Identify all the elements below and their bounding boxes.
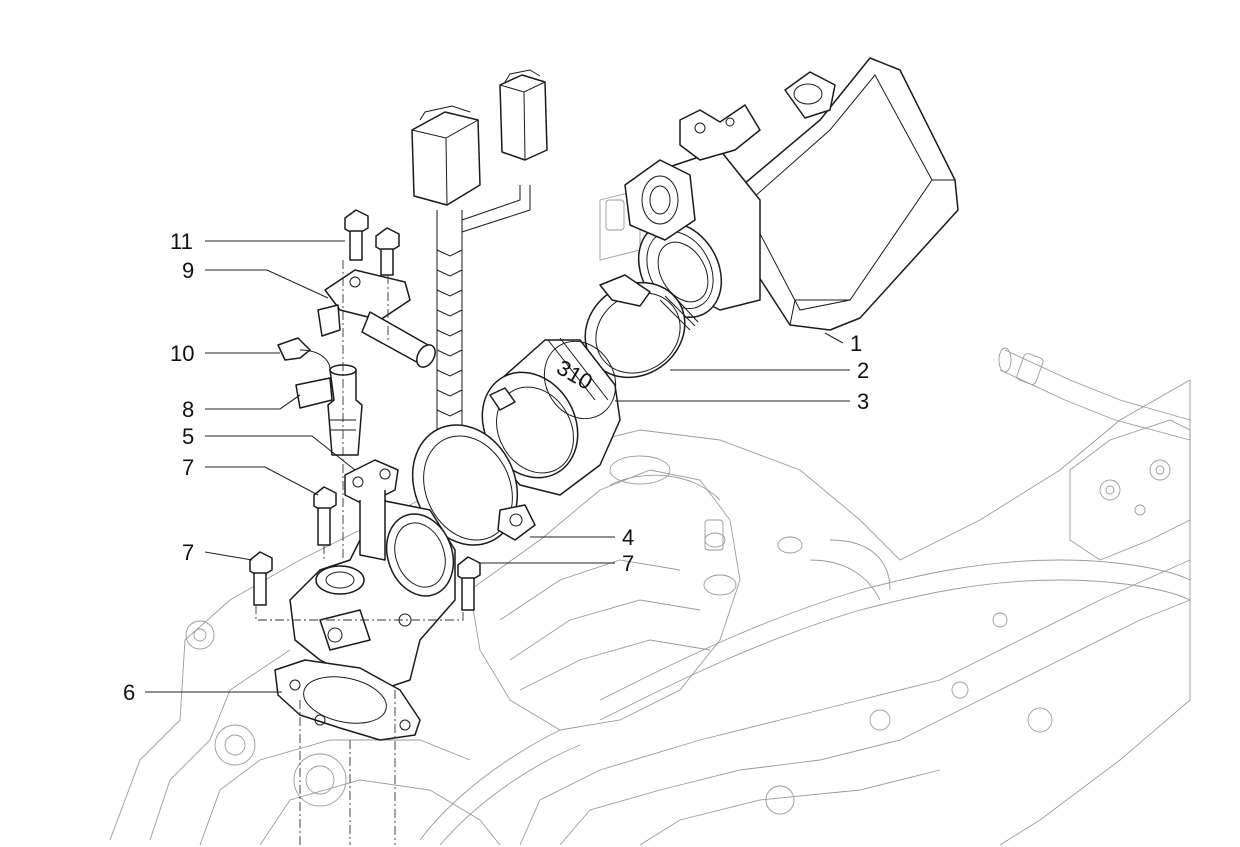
engine-background [109, 189, 1191, 846]
part-screw-7b [249, 551, 273, 606]
callout-8: 8 [182, 397, 194, 422]
part-screw-7c [457, 556, 481, 611]
part-hose-clamp-large [411, 424, 536, 546]
callout-1: 1 [850, 331, 862, 356]
callout-2: 2 [857, 358, 869, 383]
leader-5 [205, 435, 356, 471]
callout-7a: 7 [182, 455, 194, 480]
part-screw-7a [313, 486, 337, 546]
wire-harness [411, 69, 548, 440]
part-throttle-body [624, 57, 959, 331]
connector-right [499, 69, 548, 161]
part-injector-holder-bracket [344, 459, 399, 561]
callout-9: 9 [182, 258, 194, 283]
leader-7b [204, 551, 253, 561]
callout-11: 11 [170, 229, 193, 254]
part-retaining-clip [277, 337, 331, 371]
part-manifold-gasket [274, 659, 421, 741]
part-fuel-rail [317, 269, 436, 368]
callout-10: 10 [170, 341, 194, 366]
part-intake-manifold [289, 499, 456, 691]
leader-8 [205, 394, 301, 410]
leader-1 [824, 332, 844, 344]
part-screw-11a [344, 209, 369, 261]
callout-6: 6 [123, 680, 135, 705]
callout-3: 3 [857, 389, 869, 414]
part-fuel-injector [295, 364, 363, 456]
leader-lines [145, 240, 850, 693]
callout-labels: 1 2 3 4 5 6 7 7 7 8 9 10 11 [123, 229, 869, 705]
leader-9 [205, 269, 329, 299]
part-intake-sleeve: 310 [481, 337, 621, 496]
part-hose-clamp-small [584, 274, 699, 379]
callout-7b: 7 [182, 540, 194, 565]
callout-4: 4 [622, 525, 634, 550]
connector-left [411, 105, 481, 206]
callout-7c: 7 [622, 551, 634, 576]
part-screw-11b [375, 227, 400, 276]
leader-7a [205, 466, 319, 496]
callout-5: 5 [182, 424, 194, 449]
